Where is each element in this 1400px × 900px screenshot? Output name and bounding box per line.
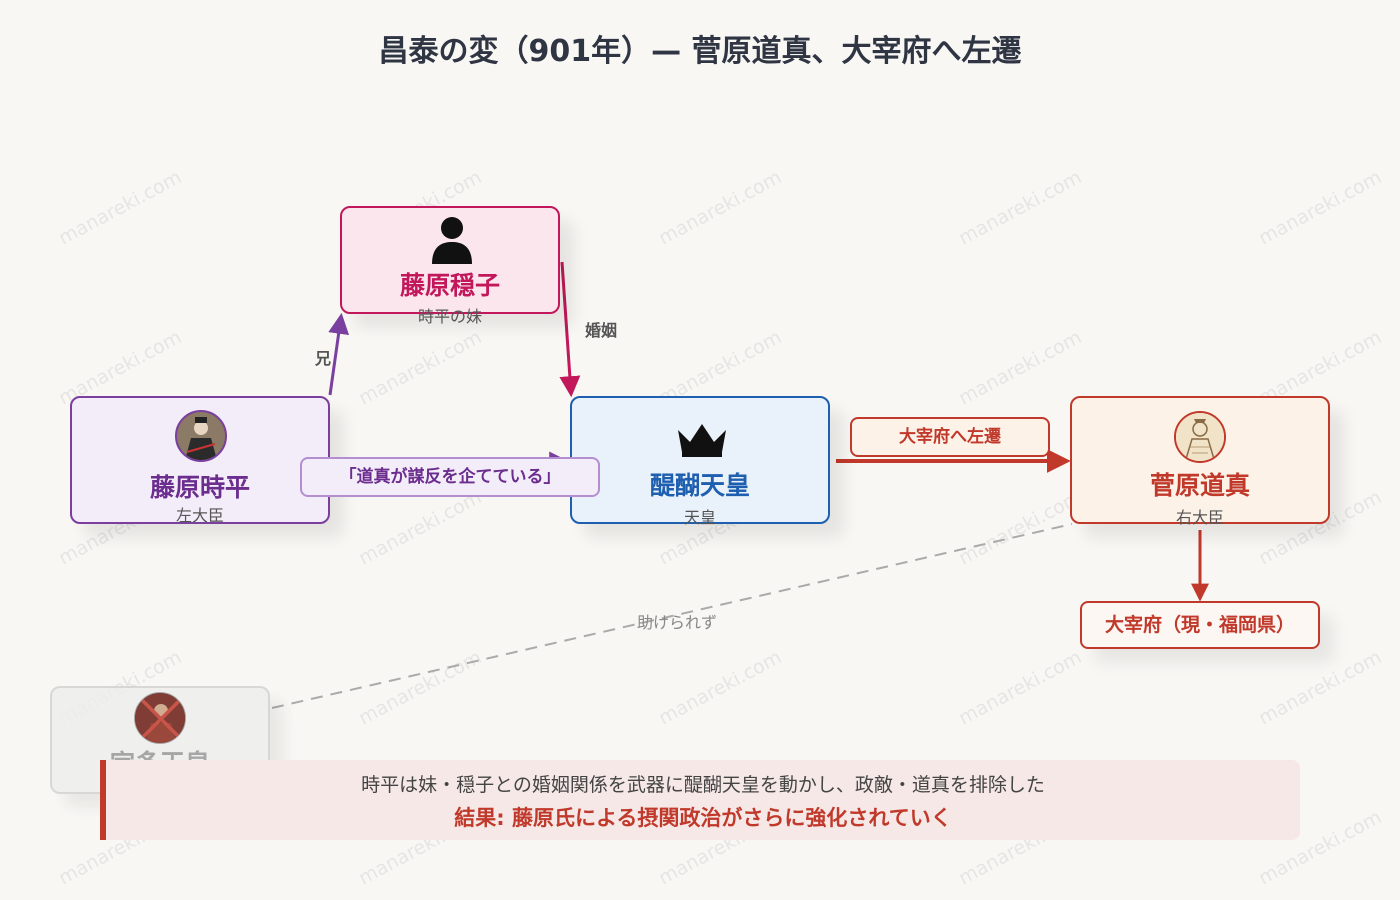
- node-sugawara-michizane[interactable]: 菅原道真 右大臣: [1070, 396, 1330, 527]
- node-role: 左大臣: [175, 506, 224, 525]
- node-name: 藤原時平: [149, 473, 250, 502]
- crown-icon: [678, 424, 726, 457]
- node-role: 右大臣: [1175, 508, 1224, 527]
- dazaifu-destination: 大宰府（現・福岡県）: [1080, 601, 1320, 649]
- exile-label: 大宰府へ左遷: [850, 417, 1050, 457]
- summary-note: 時平は妹・穏子との婚姻関係を武器に醍醐天皇を動かし、政敵・道真を排除した 結果:…: [100, 760, 1300, 840]
- result-line: 結果: 藤原氏による摂関政治がさらに強化されていく: [454, 806, 952, 830]
- node-name: 藤原穏子: [399, 271, 500, 300]
- portrait-uda-crossed-icon: [134, 692, 186, 744]
- node-emperor-daigo[interactable]: 醍醐天皇 天皇: [570, 396, 830, 527]
- summary-line: 時平は妹・穏子との婚姻関係を武器に醍醐天皇を動かし、政敵・道真を排除した: [361, 774, 1045, 796]
- sibling-arrow: [328, 312, 350, 396]
- node-fujiwara-tokihira[interactable]: 藤原時平 左大臣: [70, 396, 330, 525]
- node-role: 時平の妹: [417, 307, 482, 326]
- accusation-label: 「道真が謀反を企てている」: [300, 457, 600, 497]
- person-silhouette-icon: [432, 217, 472, 264]
- no-help-label: 助けられず: [637, 613, 718, 632]
- page-title: 昌泰の変（901年）— 菅原道真、大宰府へ左遷: [378, 34, 1022, 69]
- sibling-label: 兄: [315, 349, 332, 368]
- node-fujiwara-onshi[interactable]: 藤原穏子 時平の妹: [340, 206, 560, 326]
- node-role: 天皇: [683, 508, 716, 527]
- no-help-dashed-line: [271, 523, 1073, 709]
- portrait-tokihira-icon: [175, 410, 227, 462]
- marriage-label: 婚姻: [585, 321, 618, 340]
- marriage-arrow: [559, 261, 581, 398]
- node-name: 醍醐天皇: [649, 471, 750, 500]
- portrait-michizane-icon: [1174, 411, 1226, 463]
- node-name: 菅原道真: [1149, 471, 1250, 500]
